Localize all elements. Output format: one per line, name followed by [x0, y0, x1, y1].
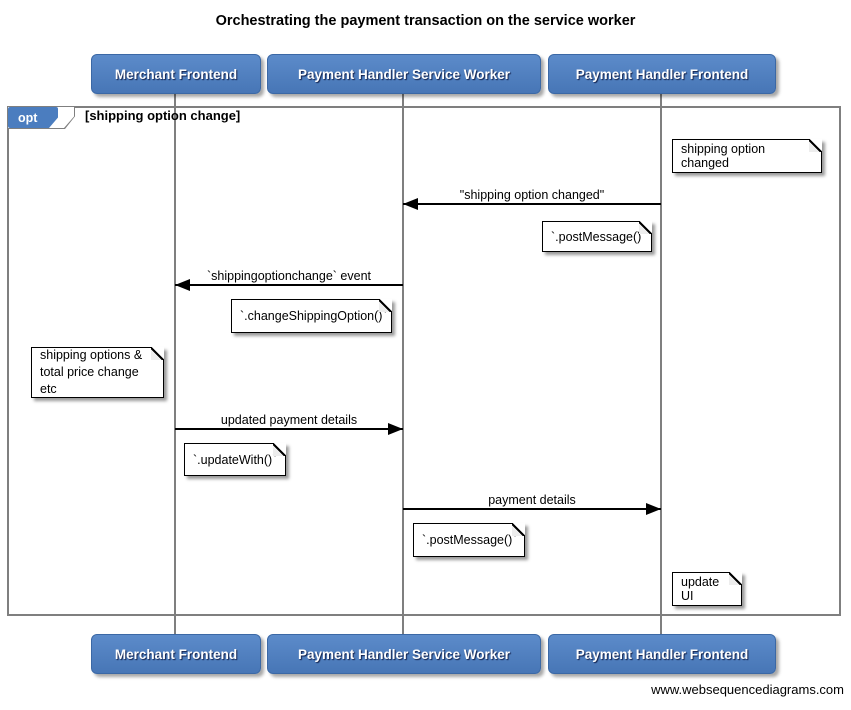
- arrowhead-left-icon: [175, 279, 190, 291]
- note-shipping-options-total-price: shipping options & total price change et…: [31, 347, 164, 398]
- watermark-url: www.websequencediagrams.com: [651, 682, 844, 697]
- lifeline-merchant-frontend: [174, 92, 176, 634]
- arrowhead-left-icon: [403, 198, 418, 210]
- lifeline-payment-handler-service-worker: [402, 92, 404, 634]
- message-label-shippingoptionchange-event: `shippingoptionchange` event: [206, 269, 371, 283]
- note-post-message-2: `.postMessage()`: [413, 523, 525, 557]
- note-shipping-option-changed: shipping option changed: [672, 139, 822, 173]
- actor-payment-handler-frontend-top: Payment Handler Frontend: [548, 54, 776, 94]
- lifeline-payment-handler-frontend: [660, 92, 662, 634]
- arrowhead-right-icon: [388, 423, 403, 435]
- message-label-shipping-option-changed: "shipping option changed": [459, 188, 605, 202]
- actor-merchant-frontend-top: Merchant Frontend: [91, 54, 261, 94]
- message-label-updated-payment-details: updated payment details: [220, 413, 358, 427]
- arrowhead-right-icon: [646, 503, 661, 515]
- note-change-shipping-option: `.changeShippingOption()`: [231, 299, 392, 333]
- actor-payment-handler-service-worker-bottom: Payment Handler Service Worker: [267, 634, 541, 674]
- note-update-with: `.updateWith()`: [184, 443, 286, 476]
- actor-label: Payment Handler Frontend: [575, 66, 749, 82]
- diagram-title: Orchestrating the payment transaction on…: [215, 13, 636, 29]
- message-line: [175, 428, 403, 430]
- message-line: [403, 203, 661, 205]
- message-line: [175, 284, 403, 286]
- message-label-payment-details: payment details: [488, 493, 576, 507]
- opt-fragment-frame: [7, 106, 841, 616]
- actor-label: Payment Handler Service Worker: [297, 66, 511, 82]
- actor-payment-handler-frontend-bottom: Payment Handler Frontend: [548, 634, 776, 674]
- actor-merchant-frontend-bottom: Merchant Frontend: [91, 634, 261, 674]
- actor-label: Payment Handler Service Worker: [297, 646, 511, 662]
- actor-payment-handler-service-worker-top: Payment Handler Service Worker: [267, 54, 541, 94]
- message-line: [403, 508, 661, 510]
- opt-guard-label: [shipping option change]: [85, 108, 241, 123]
- actor-label: Merchant Frontend: [114, 66, 238, 82]
- note-post-message-1: `.postMessage()`: [542, 221, 652, 252]
- actor-label: Payment Handler Frontend: [575, 646, 749, 662]
- actor-label: Merchant Frontend: [114, 646, 238, 662]
- opt-operator-label: opt: [8, 107, 58, 128]
- note-update-ui: update UI: [672, 572, 742, 606]
